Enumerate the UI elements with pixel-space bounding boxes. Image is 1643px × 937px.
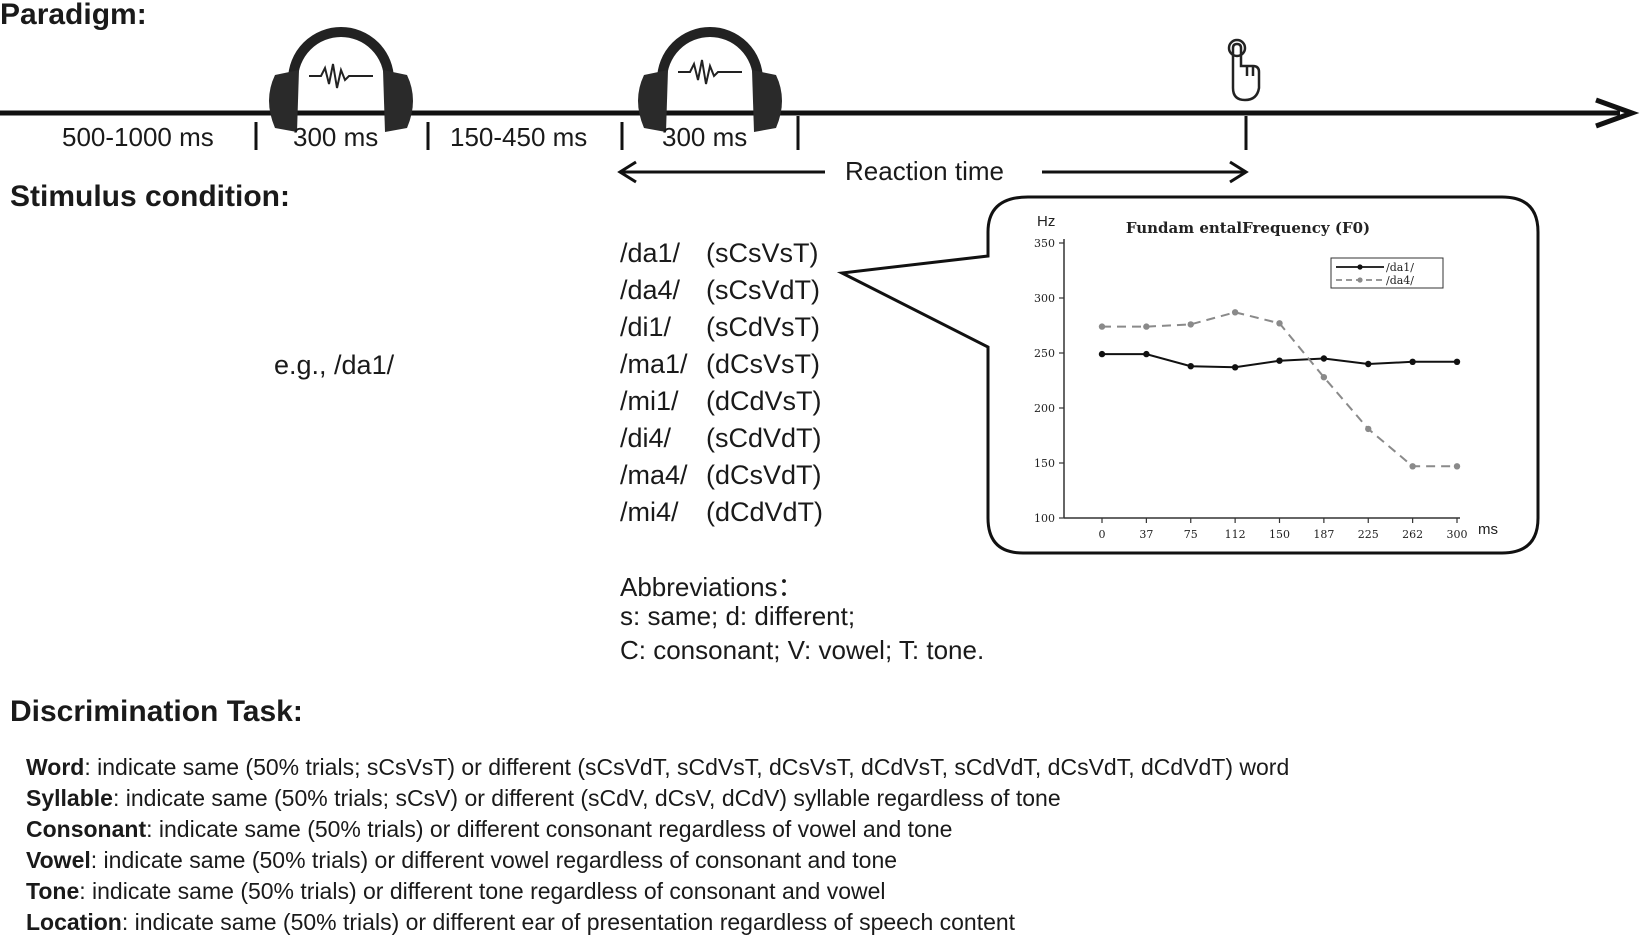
data-point	[1276, 357, 1283, 364]
task-label: Consonant	[26, 816, 147, 842]
data-point	[1320, 355, 1328, 362]
data-point	[1231, 364, 1239, 371]
abbreviations-line: C: consonant; V: vowel; T: tone.	[620, 635, 985, 665]
stimulus-syllable: /mi1/	[620, 386, 679, 416]
task-description: : indicate same (50% trials; sCsVsT) or …	[84, 754, 1290, 780]
stimulus-code: (sCdVdT)	[706, 423, 822, 453]
task-row: Vowel: indicate same (50% trials) or dif…	[26, 847, 897, 874]
headphones-icon	[269, 27, 413, 132]
y-tick-label: 100	[1034, 512, 1055, 525]
stimulus-code: (sCdVsT)	[706, 312, 820, 342]
task-row: Syllable: indicate same (50% trials; sCs…	[26, 785, 1061, 812]
stimulus-code: (dCsVdT)	[706, 460, 822, 490]
data-point	[1276, 320, 1283, 327]
data-point	[1143, 350, 1150, 358]
stimulus-heading: Stimulus condition:	[10, 180, 290, 213]
x-axis-label: ms	[1478, 521, 1498, 538]
x-tick-label: 225	[1358, 528, 1379, 541]
task-label: Syllable	[26, 785, 113, 811]
x-tick-label: 112	[1225, 528, 1246, 541]
reaction-time-label: Reaction time	[845, 156, 1004, 186]
f0-chart: 100 150 200 250 300 350 0 37 75 112 150 187 225 262 30…	[1034, 213, 1498, 541]
legend-box	[1330, 257, 1444, 289]
duration-isi: 150-450 ms	[450, 122, 588, 152]
duration-prestimulus: 500-1000 ms	[62, 122, 214, 152]
data-point	[1365, 425, 1372, 433]
legend-label: /da4/	[1386, 274, 1414, 287]
y-axis-label: Hz	[1037, 213, 1055, 230]
task-description: : indicate same (50% trials) or differen…	[146, 816, 953, 842]
paradigm-heading: Paradigm:	[0, 0, 147, 31]
stimulus-syllable: /di4/	[620, 423, 672, 453]
duration-stimulus-2: 300 ms	[662, 122, 748, 152]
x-tick-label: 300	[1447, 528, 1468, 541]
x-tick-label: 150	[1269, 528, 1290, 541]
chart-title: Fundam entalFrequency (F0)	[1126, 219, 1370, 237]
stimulus-syllable: /ma4/	[620, 460, 688, 490]
data-point	[1143, 323, 1150, 330]
task-row: Consonant: indicate same (50% trials) or…	[26, 816, 952, 843]
stimulus-code: (sCsVdT)	[706, 275, 820, 305]
stimulus-code: (dCsVsT)	[706, 349, 820, 379]
stimulus-code: (sCsVsT)	[706, 238, 819, 268]
x-tick-label: 187	[1313, 528, 1334, 541]
data-point	[1453, 463, 1461, 470]
y-tick-label: 300	[1034, 292, 1055, 305]
legend-marker	[1357, 277, 1363, 283]
y-tick-label: 150	[1034, 457, 1055, 470]
x-tick-label: 75	[1184, 528, 1198, 541]
task-label: Vowel	[26, 847, 91, 873]
abbreviations-title: Abbreviations：	[620, 572, 804, 602]
y-tick-label: 250	[1034, 347, 1055, 360]
stimulus-code: (dCdVsT)	[706, 386, 822, 416]
x-tick-label: 0	[1099, 528, 1106, 541]
task-label: Location	[26, 909, 122, 935]
stimulus-syllable: /di1/	[620, 312, 672, 342]
duration-stimulus-1: 300 ms	[293, 122, 379, 152]
task-description: : indicate same (50% trials) or differen…	[121, 909, 1016, 935]
stimulus-syllable: /mi4/	[620, 497, 679, 527]
task-heading: Discrimination Task:	[10, 695, 303, 728]
f0-callout-bubble	[836, 195, 1540, 555]
stimulus-code: (dCdVdT)	[706, 497, 824, 527]
data-point	[1365, 360, 1372, 368]
data-point	[1409, 463, 1416, 470]
task-label: Tone	[26, 878, 80, 904]
task-row: Tone: indicate same (50% trials) or diff…	[26, 878, 886, 905]
legend-label: /da1/	[1386, 261, 1414, 274]
data-point	[1231, 309, 1239, 316]
headphones-icon	[638, 27, 782, 132]
stimulus-syllable: /ma1/	[620, 349, 688, 379]
task-description: : indicate same (50% trials; sCsV) or di…	[112, 785, 1061, 811]
y-tick-label: 200	[1034, 402, 1055, 415]
data-point	[1187, 363, 1194, 370]
task-description: : indicate same (50% trials) or differen…	[79, 878, 886, 904]
timeline-arrowhead	[1595, 97, 1640, 129]
data-point	[1409, 358, 1416, 365]
x-tick-label: 262	[1402, 528, 1423, 541]
finger-press-icon	[1227, 38, 1261, 102]
y-tick-label: 350	[1034, 237, 1055, 250]
data-point	[1187, 321, 1194, 328]
task-row: Word: indicate same (50% trials; sCsVsT)…	[26, 754, 1289, 781]
stimulus-example: e.g., /da1/	[274, 350, 395, 380]
data-point	[1320, 374, 1328, 381]
task-description: : indicate same (50% trials) or differen…	[90, 847, 898, 873]
stimulus-syllable: /da4/	[620, 275, 681, 305]
x-tick-label: 37	[1139, 528, 1153, 541]
legend-marker	[1357, 264, 1363, 270]
data-point	[1098, 323, 1106, 330]
stimulus-syllable: /da1/	[620, 238, 681, 268]
data-point	[1453, 358, 1461, 365]
task-label: Word	[26, 754, 85, 780]
data-point	[1098, 350, 1106, 358]
abbreviations-line: s: same; d: different;	[620, 601, 856, 631]
task-row: Location: indicate same (50% trials) or …	[26, 909, 1015, 936]
